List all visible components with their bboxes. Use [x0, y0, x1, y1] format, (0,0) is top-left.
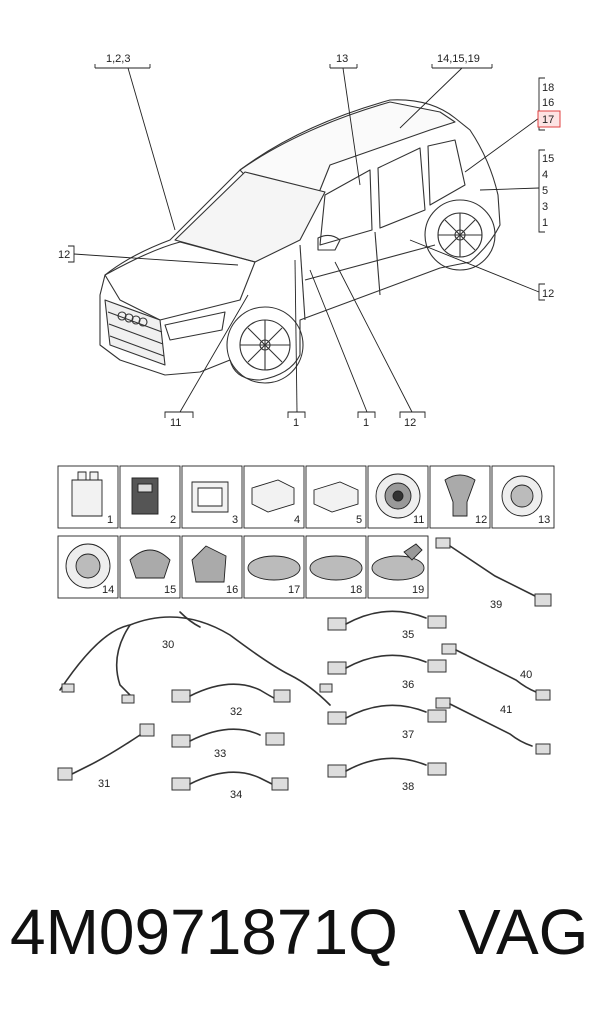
cable-35 [327, 610, 447, 631]
grid-cell-19 [367, 535, 429, 599]
label-34: 34 [230, 789, 242, 801]
cable-31 [57, 723, 155, 781]
parts-diagram: 1,2,3 13 14,15,19 18 16 17 15 4 5 3 1 12… [57, 53, 561, 801]
callout-12-left: 12 [58, 249, 70, 261]
callout-12-bottom: 12 [404, 417, 416, 429]
callout-leaders [68, 64, 545, 418]
grid-cell-15 [119, 535, 181, 599]
grid-num-5: 5 [356, 514, 362, 526]
grid-num-14: 14 [102, 584, 114, 596]
label-40: 40 [520, 669, 532, 681]
cable-39 [435, 537, 552, 607]
grid-num-2: 2 [170, 514, 176, 526]
cable-32 [171, 683, 291, 703]
grid-cell-18 [305, 535, 367, 599]
part-number-caption: 4M0971871Q VAG [10, 895, 590, 985]
cables [57, 537, 552, 791]
cable-30 [59, 611, 333, 706]
parts-grid [57, 465, 555, 599]
callout-18: 18 [542, 82, 554, 94]
grid-cell-5 [305, 465, 367, 529]
grid-num-16: 16 [226, 584, 238, 596]
label-36: 36 [402, 679, 414, 691]
grid-num-11: 11 [413, 514, 424, 526]
callout-3: 3 [542, 201, 548, 213]
grid-num-4: 4 [294, 514, 300, 526]
grid-cell-4 [243, 465, 305, 529]
label-38: 38 [402, 781, 414, 793]
label-41: 41 [500, 704, 512, 716]
grid-cell-11 [367, 465, 429, 529]
grid-cell-16 [181, 535, 243, 599]
callout-11: 11 [170, 417, 181, 429]
grid-cell-13 [491, 465, 555, 529]
callout-1-2-3: 1,2,3 [106, 53, 130, 65]
callout-4: 4 [542, 169, 548, 181]
callout-15: 15 [542, 153, 554, 165]
callout-labels: 1,2,3 13 14,15,19 18 16 17 15 4 5 3 1 12… [58, 53, 561, 429]
grid-num-13: 13 [538, 514, 550, 526]
car-illustration [99, 99, 501, 384]
grid-cell-14 [57, 535, 119, 599]
callout-12-right: 12 [542, 288, 554, 300]
brand-name: VAG [458, 896, 589, 968]
callout-1-b: 1 [363, 417, 369, 429]
callout-1-a: 1 [293, 417, 299, 429]
callout-16: 16 [542, 97, 554, 109]
grid-num-1: 1 [107, 514, 113, 526]
grid-num-3: 3 [232, 514, 238, 526]
callout-17: 17 [542, 114, 554, 126]
callout-14-15-19: 14,15,19 [437, 53, 480, 65]
callout-17-highlight [537, 110, 561, 128]
cable-33 [171, 728, 285, 748]
cable-36 [327, 654, 447, 675]
grid-cell-3 [181, 465, 243, 529]
label-31: 31 [98, 778, 110, 790]
cable-41 [435, 697, 551, 755]
grid-num-12: 12 [475, 514, 487, 526]
label-35: 35 [402, 629, 414, 641]
grid-num-17: 17 [288, 584, 300, 596]
cable-34 [171, 771, 289, 791]
label-30: 30 [162, 639, 174, 651]
grid-cell-1 [57, 465, 119, 529]
grid-cell-17 [243, 535, 305, 599]
cable-38 [327, 757, 447, 778]
grid-cell-12 [429, 465, 491, 529]
part-number: 4M0971871Q [10, 896, 398, 968]
label-37: 37 [402, 729, 414, 741]
grid-num-15: 15 [164, 584, 176, 596]
callout-13: 13 [336, 53, 348, 65]
cable-labels: 30 31 32 33 34 35 36 37 38 39 40 41 [98, 599, 532, 801]
grid-cell-2 [119, 465, 181, 529]
label-33: 33 [214, 748, 226, 760]
cable-40 [441, 643, 551, 701]
callout-5: 5 [542, 185, 548, 197]
grid-num-19: 19 [412, 584, 424, 596]
label-39: 39 [490, 599, 502, 611]
callout-1-right: 1 [542, 217, 548, 229]
parts-grid-numbers: 1 2 3 4 5 11 12 13 14 15 16 17 18 19 [102, 514, 550, 596]
grid-num-18: 18 [350, 584, 362, 596]
label-32: 32 [230, 706, 242, 718]
cable-37 [327, 704, 447, 725]
